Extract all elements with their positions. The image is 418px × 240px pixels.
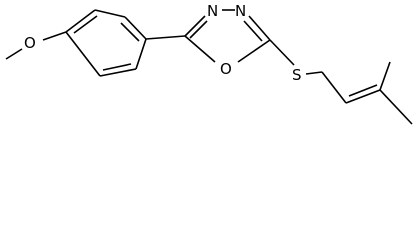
bond-methyl-o: [5, 48, 23, 60]
benzene-ring: [65, 9, 147, 77]
atom-label-sulfur: S: [292, 66, 302, 84]
bond-ch-c-double: [345, 89, 381, 104]
bond-c-s: [269, 39, 295, 66]
bond-c-methyl-up: [379, 61, 391, 91]
bond-aryl-oxadiazole: [145, 35, 186, 40]
atom-label-ring-n-right: N: [235, 2, 246, 20]
chemical-structure: O N N O S: [5, 2, 413, 125]
atom-label-ring-n-left: N: [207, 2, 218, 20]
atom-label-methoxy-o: O: [24, 34, 36, 52]
atom-label-ring-o: O: [220, 60, 232, 78]
bond-ch2-ch: [321, 71, 347, 104]
bond-s-ch2: [305, 71, 323, 75]
bond-ch-c-double-inner: [348, 84, 378, 97]
oxadiazole-ring: [184, 9, 271, 63]
bond-c-methyl-right: [379, 89, 413, 125]
bond-o-aryl: [42, 31, 67, 41]
